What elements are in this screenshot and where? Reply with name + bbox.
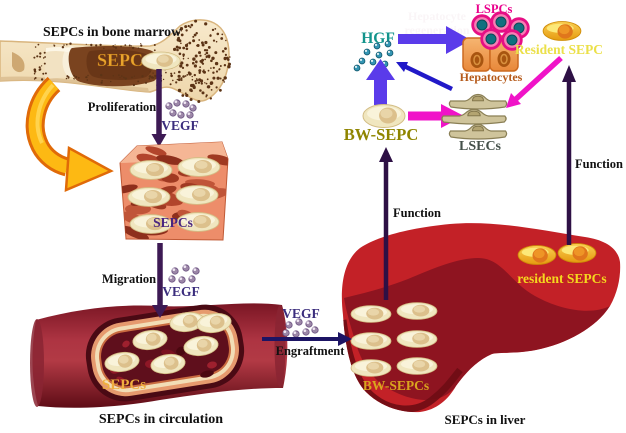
svg-text:VEGF: VEGF <box>161 118 199 133</box>
svg-text:Hepatocyte: Hepatocyte <box>408 9 467 23</box>
svg-text:SEPCs in liver: SEPCs in liver <box>445 412 526 427</box>
svg-text:SEPCs in bone marrow: SEPCs in bone marrow <box>43 24 181 39</box>
svg-text:SEPCs: SEPCs <box>102 377 146 393</box>
svg-text:Migration: Migration <box>102 272 156 286</box>
svg-text:BW-SEPCs: BW-SEPCs <box>363 378 429 393</box>
svg-text:VEGF: VEGF <box>162 284 200 299</box>
svg-text:Proliferation: Proliferation <box>88 100 157 114</box>
svg-text:SEPCs: SEPCs <box>153 215 193 230</box>
svg-text:resident SEPCs: resident SEPCs <box>517 271 606 286</box>
svg-text:SEPCs in circulation: SEPCs in circulation <box>99 412 223 427</box>
svg-text:Engraftment: Engraftment <box>276 344 346 358</box>
svg-text:Function: Function <box>393 206 441 220</box>
svg-text:Function: Function <box>575 157 623 171</box>
svg-text:Hepatocytes: Hepatocytes <box>460 70 523 84</box>
svg-text:BW-SEPC: BW-SEPC <box>344 125 419 144</box>
svg-text:SEPC: SEPC <box>97 50 143 70</box>
svg-text:LSECs: LSECs <box>459 139 502 154</box>
svg-text:Resident SEPC: Resident SEPC <box>515 42 603 57</box>
svg-text:VEGF: VEGF <box>282 306 320 321</box>
